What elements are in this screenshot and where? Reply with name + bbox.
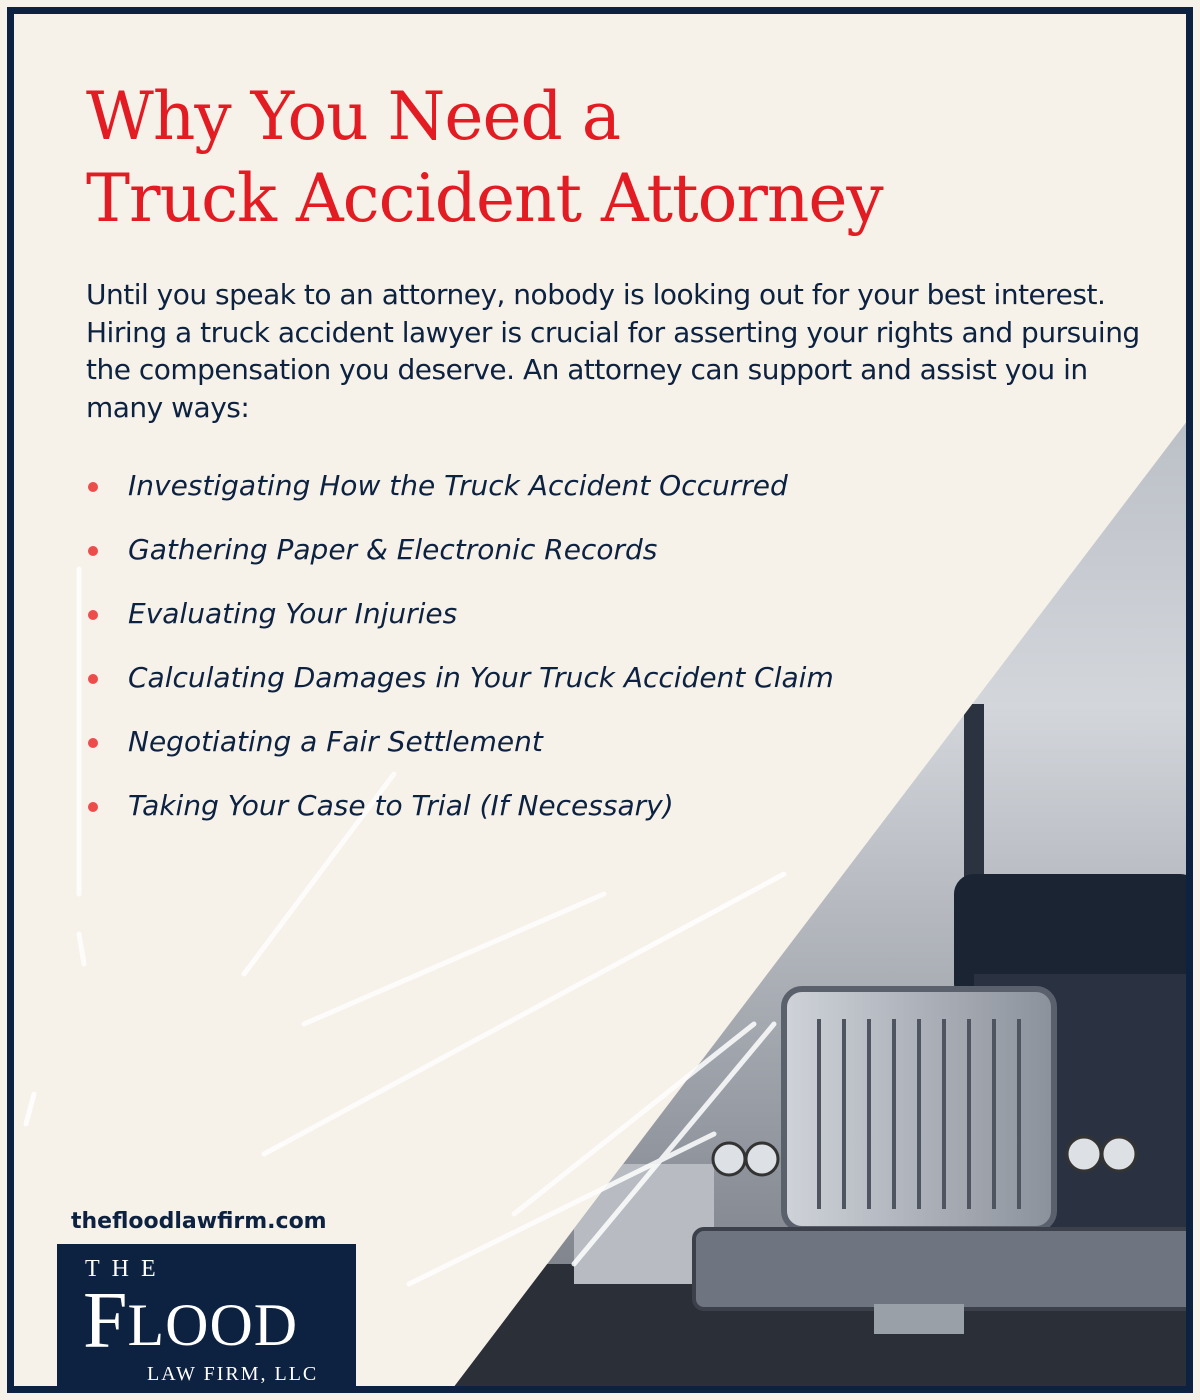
bullet-icon [88,802,98,812]
intro-paragraph: Until you speak to an attorney, nobody i… [86,278,1140,424]
list-item-text: Evaluating Your Injuries [128,597,458,630]
services-list: Investigating How the Truck Accident Occ… [86,466,1146,850]
website-url: thefloodlawfirm.com [71,1209,327,1234]
bullet-icon [88,610,98,620]
logo-subtitle: LAW FIRM, LLC [147,1363,319,1385]
bullet-icon [88,674,98,684]
truck-photo [23,404,1186,1386]
main-content: Why You Need a Truck Accident Attorney U… [86,76,1146,850]
list-item: Taking Your Case to Trial (If Necessary) [86,786,1146,850]
page-title: Why You Need a Truck Accident Attorney [86,76,1146,240]
bullet-icon [88,546,98,556]
list-item-text: Taking Your Case to Trial (If Necessary) [128,789,674,822]
bullet-icon [88,738,98,748]
list-item-text: Negotiating a Fair Settlement [128,725,543,758]
logo-flood-rest: LOOD [127,1292,299,1358]
bullet-icon [88,482,98,492]
list-item-text: Calculating Damages in Your Truck Accide… [128,661,834,694]
list-item: Evaluating Your Injuries [86,594,1146,658]
logo-flood-initial: F [83,1277,128,1365]
title-line-1: Why You Need a [86,78,621,155]
firm-logo: THE FLOOD LAW FIRM, LLC [57,1244,356,1386]
list-item: Calculating Damages in Your Truck Accide… [86,658,1146,722]
list-item: Gathering Paper & Electronic Records [86,530,1146,594]
list-item-text: Gathering Paper & Electronic Records [128,533,658,566]
list-item: Negotiating a Fair Settlement [86,722,1146,786]
title-line-2: Truck Accident Attorney [86,160,884,237]
logo-flood: FLOOD [83,1277,299,1365]
list-item-text: Investigating How the Truck Accident Occ… [128,469,788,502]
logo-the: THE [85,1256,168,1282]
infographic-frame: Why You Need a Truck Accident Attorney U… [7,7,1193,1393]
list-item: Investigating How the Truck Accident Occ… [86,466,1146,530]
